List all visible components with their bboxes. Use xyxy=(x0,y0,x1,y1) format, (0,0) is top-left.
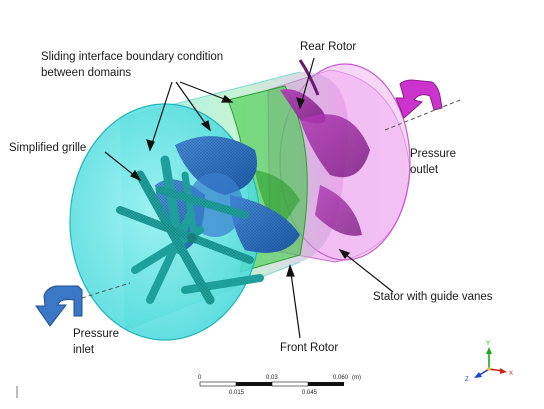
scale-bar: 0 0.03 0.060 (m) 0.015 0.045 xyxy=(198,375,361,396)
scale-unit: (m) xyxy=(352,375,361,381)
scale-tick-0015: 0.015 xyxy=(229,390,245,396)
pressure-outlet-arrow xyxy=(384,79,461,131)
grille-mesh xyxy=(116,170,254,305)
sliding-interface-label-line1: Sliding interface boundary condition xyxy=(41,51,224,63)
pressure-inlet-label-line2: inlet xyxy=(73,344,95,356)
scale-tick-0: 0 xyxy=(198,375,202,381)
scale-tick-003: 0.03 xyxy=(266,375,278,381)
triad-x-label: X xyxy=(509,371,513,377)
grille-hub xyxy=(187,233,197,243)
triad-z-label: Z xyxy=(465,377,469,383)
pressure-inlet-arrow xyxy=(35,282,131,327)
scale-tick-0060: 0.060 xyxy=(333,375,349,381)
pressure-outlet-label-line1: Pressure xyxy=(410,148,457,160)
triad-y-label: Y xyxy=(486,341,490,347)
stator-label: Stator with guide vanes xyxy=(373,291,493,303)
leader-lines xyxy=(104,57,394,339)
sliding-interface-label-line2: between domains xyxy=(41,67,132,79)
scale-tick-0045: 0.045 xyxy=(302,390,318,396)
simplified-grille-label: Simplified grille xyxy=(9,142,87,154)
front-rotor-label: Front Rotor xyxy=(280,342,339,354)
axis-triad: Y X Z xyxy=(465,341,513,383)
rear-rotor-blades xyxy=(280,59,370,236)
pressure-outlet-label-line2: outlet xyxy=(410,164,439,176)
pressure-inlet-label-line1: Pressure xyxy=(73,328,120,340)
rear-rotor-label: Rear Rotor xyxy=(300,41,357,53)
